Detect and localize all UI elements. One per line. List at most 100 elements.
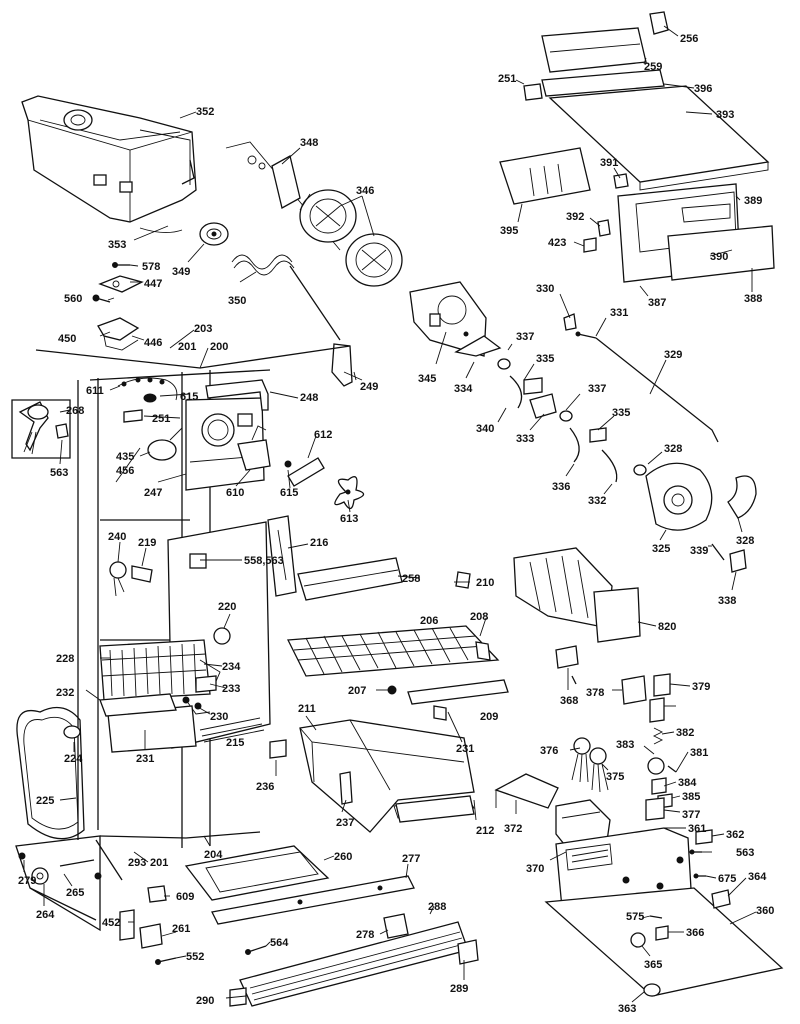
- rail-209: [407, 679, 509, 705]
- lever-330: [563, 313, 577, 331]
- mounting-plate-345: [409, 281, 487, 357]
- screw-615b: [284, 460, 292, 468]
- plate-360: [544, 887, 784, 997]
- handle-248: [205, 379, 269, 411]
- label-361: 361: [688, 823, 706, 835]
- clip-391: [613, 173, 629, 189]
- clip-362: [695, 829, 713, 845]
- clip-251a: [523, 83, 543, 101]
- label-366: 366: [686, 927, 704, 939]
- label-350: 350: [228, 295, 246, 307]
- light-bulb-435: [147, 427, 183, 461]
- clip-364: [711, 889, 731, 909]
- label-423: 423: [548, 237, 566, 249]
- label-452: 452: [102, 917, 120, 929]
- label-392: 392: [566, 211, 584, 223]
- label-240: 240: [108, 531, 126, 543]
- label-201b: 201: [150, 857, 168, 869]
- plunger-379: [653, 673, 671, 697]
- rail-277: [211, 875, 415, 925]
- label-335b: 335: [612, 407, 630, 419]
- label-615b: 615: [280, 487, 298, 499]
- label-210: 210: [476, 577, 494, 589]
- label-290: 290: [196, 995, 214, 1007]
- thermostat-240: [109, 561, 127, 597]
- rail-216: [267, 515, 297, 597]
- label-333: 333: [516, 433, 534, 445]
- label-337a: 337: [516, 331, 534, 343]
- label-215: 215: [226, 737, 244, 749]
- label-228: 228: [56, 653, 74, 665]
- label-278: 278: [356, 929, 374, 941]
- label-204: 204: [204, 849, 223, 861]
- label-349: 349: [172, 266, 190, 278]
- shelf-front-258: [297, 557, 403, 601]
- label-203: 203: [194, 323, 212, 335]
- label-578: 578: [142, 261, 160, 273]
- label-225: 225: [36, 795, 54, 807]
- screw-675: [693, 873, 706, 879]
- clip-256: [649, 11, 669, 35]
- label-435: 435: [116, 451, 134, 463]
- label-201a: 201: [178, 341, 196, 353]
- label-231b: 231: [456, 743, 474, 755]
- bracket-452: [119, 909, 135, 941]
- label-251a: 251: [498, 73, 516, 85]
- drain-230: [182, 696, 211, 715]
- label-376: 376: [540, 745, 558, 757]
- rod-329: [595, 337, 719, 443]
- harness-611: [117, 377, 178, 401]
- label-231a: 231: [136, 753, 154, 765]
- label-230: 230: [210, 711, 228, 723]
- stop-207: [387, 685, 397, 695]
- label-268: 268: [66, 405, 84, 417]
- part-labels: 352 353 349 348 346 350 578 447 560 446 …: [18, 33, 774, 1015]
- label-220: 220: [218, 601, 236, 613]
- label-368: 368: [560, 695, 578, 707]
- label-249: 249: [360, 381, 378, 393]
- screw-575: [649, 915, 663, 919]
- spring-380: [649, 697, 665, 723]
- label-378: 378: [586, 687, 604, 699]
- panel-395: [499, 147, 591, 205]
- label-370: 370: [526, 863, 544, 875]
- leader-lines: [23, 25, 757, 1003]
- label-251b: 251: [152, 413, 170, 425]
- label-381: 381: [690, 747, 708, 759]
- auger-drum-346b: [345, 233, 403, 287]
- label-200: 200: [210, 341, 228, 353]
- clip-236: [269, 739, 287, 759]
- label-339: 339: [690, 545, 708, 557]
- label-360a: 360: [756, 905, 774, 917]
- fan-613: [334, 476, 365, 510]
- label-346: 346: [356, 185, 374, 197]
- bracket-446: [97, 317, 140, 351]
- connector-219: [131, 565, 153, 583]
- label-216: 216: [310, 537, 328, 549]
- label-288: 288: [428, 901, 446, 913]
- defrost-heater-225: [16, 706, 85, 840]
- label-236: 236: [256, 781, 274, 793]
- label-383: 383: [616, 739, 634, 751]
- thermostat-278: [383, 913, 409, 939]
- screw-265: [59, 859, 95, 867]
- label-328a: 328: [664, 443, 682, 455]
- label-613: 613: [340, 513, 358, 525]
- label-389: 389: [744, 195, 762, 207]
- label-388: 388: [744, 293, 762, 305]
- label-334: 334: [454, 383, 473, 395]
- label-345: 345: [418, 373, 436, 385]
- clip-612: [287, 457, 325, 487]
- label-208: 208: [470, 611, 488, 623]
- label-390: 390: [710, 251, 728, 263]
- auger-drum-346a: [299, 189, 357, 243]
- valve-375: [589, 747, 609, 793]
- rail-396: [541, 69, 665, 97]
- screw-560: [92, 294, 111, 303]
- lever-335a: [523, 377, 543, 395]
- label-558-563: 558,563: [244, 555, 284, 567]
- lever-335b: [589, 427, 607, 443]
- label-610: 610: [226, 487, 244, 499]
- label-379: 379: [692, 681, 710, 693]
